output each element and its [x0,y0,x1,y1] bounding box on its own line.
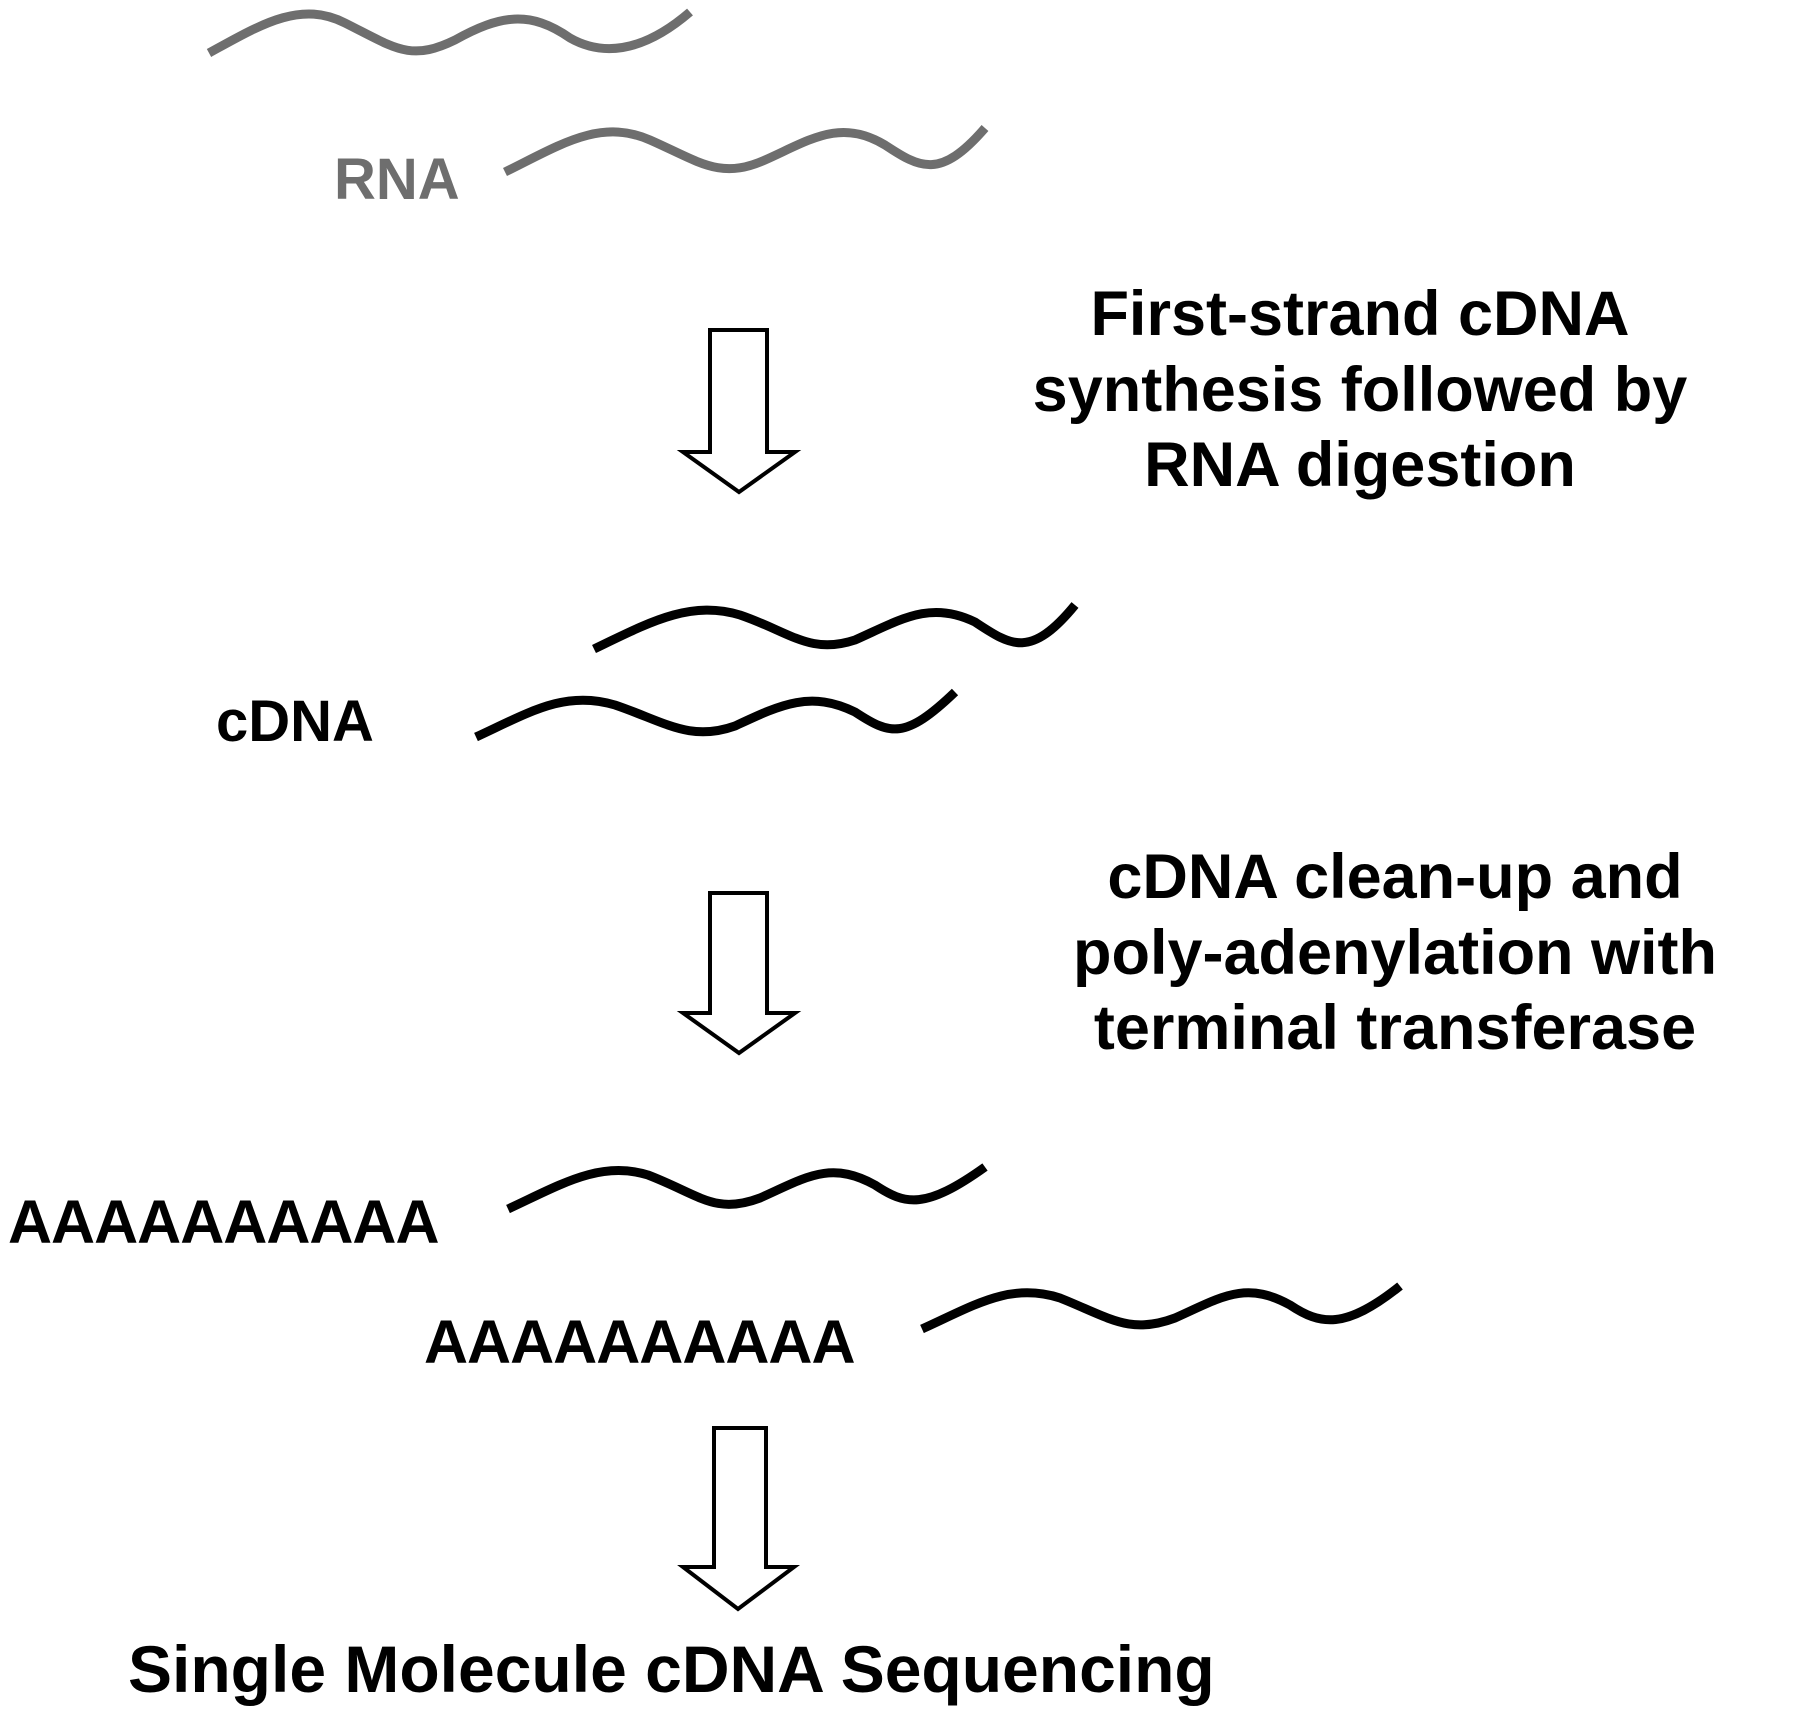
rna-strand-2 [503,125,989,177]
cdna-label: cDNA [216,689,374,754]
polya-tail-label-1: AAAAAAAAAA [8,1188,440,1256]
arrow-step-1 [676,328,802,495]
step-2-line-3: terminal transferase [1093,993,1697,1064]
arrow-step-2 [676,891,802,1056]
cdna-strand-1 [592,602,1079,654]
step-1-line-2: synthesis followed by [1032,354,1688,425]
rna-strand-1 [206,8,693,57]
polya-cdna-strand-1 [506,1163,988,1214]
step-2-description: cDNA clean-up and poly-adenylation with … [990,840,1800,1067]
step-1-description: First-strand cDNA synthesis followed by … [950,277,1770,504]
polya-tail-label-2: AAAAAAAAAA [424,1308,856,1376]
step-2-line-1: cDNA clean-up and [1107,842,1683,912]
step-1-line-3: RNA digestion [1144,430,1576,501]
cdna-strand-2 [474,688,959,742]
final-step-label: Single Molecule cDNA Sequencing [128,1632,1215,1706]
step-2-line-2: poly-adenylation with [1072,917,1718,988]
rna-label: RNA [334,147,460,212]
arrow-step-3 [677,1426,800,1612]
polya-cdna-strand-2 [920,1282,1403,1334]
step-1-line-1: First-strand cDNA [1090,279,1630,349]
